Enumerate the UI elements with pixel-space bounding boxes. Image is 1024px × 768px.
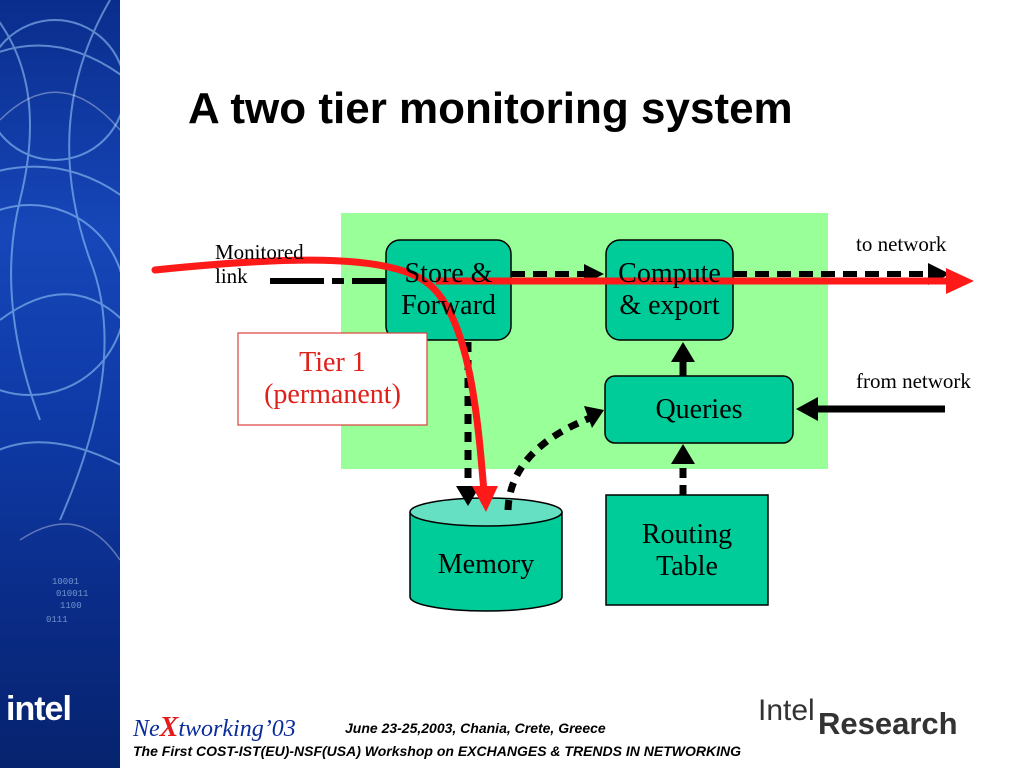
svg-text:1100: 1100 bbox=[60, 601, 82, 611]
store-forward-line1: Store & bbox=[404, 258, 493, 289]
compute-export-node bbox=[605, 239, 734, 341]
tier1-line1: Tier 1 bbox=[299, 347, 366, 378]
nextworking-x: X bbox=[159, 712, 179, 743]
intel-research-intel: Intel bbox=[758, 694, 815, 727]
tier1-line2: (permanent) bbox=[264, 379, 401, 410]
store-forward-line2: Forward bbox=[401, 290, 496, 321]
to-network-label: to network bbox=[856, 232, 947, 256]
nextworking-logo: NeXtworking’03 bbox=[133, 712, 296, 744]
queries-to-compute-arrowhead bbox=[671, 342, 695, 362]
compute-export-line2: & export bbox=[619, 290, 720, 321]
store-to-memory-arrowhead bbox=[456, 486, 480, 506]
memory-label: Memory bbox=[437, 549, 535, 580]
store-forward-node bbox=[385, 239, 512, 341]
tier1-box bbox=[237, 332, 428, 426]
tier1-label: Tier 1 (permanent) bbox=[238, 342, 427, 416]
routing-table-line1: Routing bbox=[641, 519, 733, 550]
workshop-title: The First COST-IST(EU)-NSF(USA) Workshop… bbox=[133, 743, 741, 759]
red-capture-path bbox=[151, 256, 488, 496]
memory-to-queries-arrow bbox=[504, 414, 592, 511]
red-forward-arrowhead bbox=[946, 268, 974, 294]
store-forward-label: Store & Forward bbox=[386, 254, 511, 326]
red-capture-arrowhead bbox=[472, 486, 498, 512]
monitored-link-label: Monitored link bbox=[215, 240, 304, 288]
routing-to-queries-arrowhead bbox=[671, 444, 695, 464]
svg-text:10001: 10001 bbox=[52, 577, 79, 587]
from-network-arrowhead bbox=[796, 397, 818, 421]
nextworking-pre: Ne bbox=[133, 716, 160, 742]
from-network-label: from network bbox=[856, 369, 971, 393]
footer-band bbox=[120, 688, 1024, 768]
routing-table-label: Routing Table bbox=[606, 512, 768, 590]
slide-title: A two tier monitoring system bbox=[188, 84, 793, 133]
sidebar-swirl-graphic: 10001 010011 1100 0111 bbox=[0, 0, 120, 625]
routing-table-node bbox=[605, 494, 769, 606]
routing-table-line2: Table bbox=[656, 551, 718, 582]
queries-node bbox=[604, 375, 794, 444]
monitored-link-line2: link bbox=[215, 264, 248, 288]
memory-to-queries-arrowhead bbox=[584, 406, 604, 428]
compute-export-line1: Compute bbox=[618, 258, 721, 289]
sidebar-decoration: 10001 010011 1100 0111 bbox=[0, 0, 120, 768]
compute-export-label: Compute & export bbox=[606, 254, 733, 326]
event-dates: June 23-25,2003, Chania, Crete, Greece bbox=[345, 720, 606, 736]
nextworking-post: tworking’03 bbox=[178, 716, 296, 742]
svg-text:010011: 010011 bbox=[56, 589, 88, 599]
diagram-canvas bbox=[151, 213, 974, 612]
svg-text:0111: 0111 bbox=[46, 615, 68, 625]
intel-research-research: Research bbox=[818, 706, 958, 741]
queries-label: Queries bbox=[655, 393, 743, 425]
intel-logo: intel bbox=[6, 690, 72, 728]
monitored-link-line1: Monitored bbox=[215, 240, 304, 264]
